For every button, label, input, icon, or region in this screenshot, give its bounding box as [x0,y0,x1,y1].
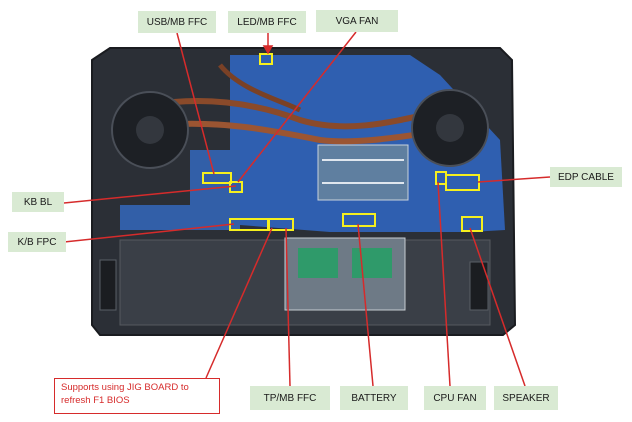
callout-speaker: SPEAKER [494,386,558,410]
leader-vga-fan [237,31,357,183]
leader-tp-mb-ffc [285,227,291,387]
leader-speaker [469,227,526,387]
jig-board-note-line2: refresh F1 BIOS [61,395,130,406]
jig-board-note: Supports using JIG BOARD to refresh F1 B… [54,378,220,414]
callout-led-mb-ffc: LED/MB FFC [228,11,306,33]
leader-usb-mb-ffc [176,32,215,175]
callout-kb-bl: KB BL [12,192,64,212]
callout-cpu-fan: CPU FAN [424,386,486,410]
leader-kb-bl [63,185,237,204]
callout-usb-mb-ffc: USB/MB FFC [138,11,216,33]
jig-board-note-line1: Supports using JIG BOARD to [61,382,189,393]
motherboard-left-section [120,150,240,230]
leader-cpu-fan [437,181,451,387]
ram-slot [317,144,409,201]
left-speaker [99,259,117,311]
heatpipe [218,63,302,113]
highlight-battery-conn [342,213,376,227]
highlight-speaker-conn [461,216,483,232]
leader-edp-cable [477,176,551,183]
leader-jig-board [205,227,273,379]
right-speaker [469,261,489,311]
callout-battery: BATTERY [340,386,408,410]
highlight-tp-mb-ffc [268,218,294,231]
callout-tp-mb-ffc: TP/MB FFC [250,386,330,410]
highlight-led-mb-ffc [259,53,273,65]
highlight-cpu-fan [435,171,447,185]
leader-battery [357,223,374,387]
heatpipe [159,120,451,145]
heatpipe [149,98,446,130]
highlight-usb-mb-ffc [202,172,232,184]
callout-vga-fan: VGA FAN [316,10,398,32]
callout-edp-cable: EDP CABLE [550,167,622,187]
leader-kb-fpc [63,223,235,243]
callout-kb-fpc: K/B FPC [8,232,66,252]
